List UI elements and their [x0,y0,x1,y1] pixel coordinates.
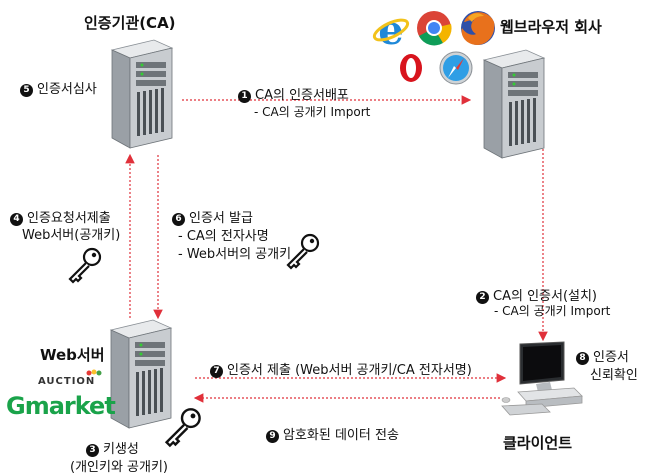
step6-sub2: - Web서버의 공개키 [178,247,292,262]
step3-label: 3 키생성 [86,438,139,457]
step5-text: 인증서심사 [37,82,97,97]
safari-icon [439,51,473,85]
client-title: 클라이언트 [503,434,573,452]
gmarket-logo: Gmarket [6,392,116,420]
step7-text: 인증서 제출 (Web서버 공개키/CA 전자서명) [227,363,472,378]
step7-badge: 7 [210,365,223,378]
step1-label: 1 CA의 인증서배포 [238,84,349,103]
step6-sub1: - CA의 전자사명 [178,229,269,244]
server-icon [482,49,546,159]
step6-label: 6 인증서 발급 [172,207,253,226]
svg-text:e: e [378,8,403,50]
firefox-icon [461,11,495,45]
step8-badge: 8 [576,352,589,365]
step8-sub: 신뢰확인 [590,368,638,383]
step2-label: 2 CA의 인증서(설치) [476,285,597,304]
step4-text: 인증요청서제출 [27,211,111,226]
key-icon [286,233,320,270]
step6-badge: 6 [172,213,185,226]
step3-text: 키생성 [103,442,139,457]
step5-label: 5 인증서심사 [20,78,97,97]
step9-badge: 9 [266,430,279,443]
webserver-title: Web서버 [40,346,105,364]
server-icon [110,39,174,149]
ie-icon: e [372,8,410,50]
step2-badge: 2 [476,291,489,304]
step8-label: 8 인증서 [576,346,629,365]
step9-label: 9 암호화된 데이터 전송 [266,424,399,443]
gmarket-logo-text: Gmarket [6,392,116,420]
step8-text: 인증서 [593,350,629,365]
step9-text: 암호화된 데이터 전송 [283,428,399,443]
step2-sub: - CA의 공개키 Import [494,304,611,318]
step1-sub: - CA의 공개키 Import [254,105,371,119]
step2-text: CA의 인증서(설치) [493,289,598,304]
server-icon [109,319,173,429]
ca-title: 인증기관(CA) [84,14,176,32]
step4-sub: Web서버(공개키) [22,228,121,243]
step3-sub: (개인키와 공개키) [70,460,168,475]
desktop-computer-icon [501,341,583,416]
step1-text: CA의 인증서배포 [255,88,349,103]
step7-label: 7 인증서 제출 (Web서버 공개키/CA 전자서명) [210,359,472,378]
step4-badge: 4 [10,213,23,226]
browser-vendor-title: 웹브라우저 회사 [500,18,602,36]
auction-logo-text: AUCTION [38,376,96,387]
auction-logo: AUCTION [38,376,95,387]
step1-badge: 1 [238,90,251,103]
key-icon [164,408,201,448]
step4-label: 4 인증요청서제출 [10,207,111,226]
step6-text: 인증서 발급 [189,211,253,226]
opera-icon [400,54,422,82]
auction-dots-icon [86,369,102,376]
step5-badge: 5 [20,84,33,97]
key-icon [68,247,102,284]
chrome-icon [417,11,452,46]
step3-badge: 3 [86,444,99,457]
